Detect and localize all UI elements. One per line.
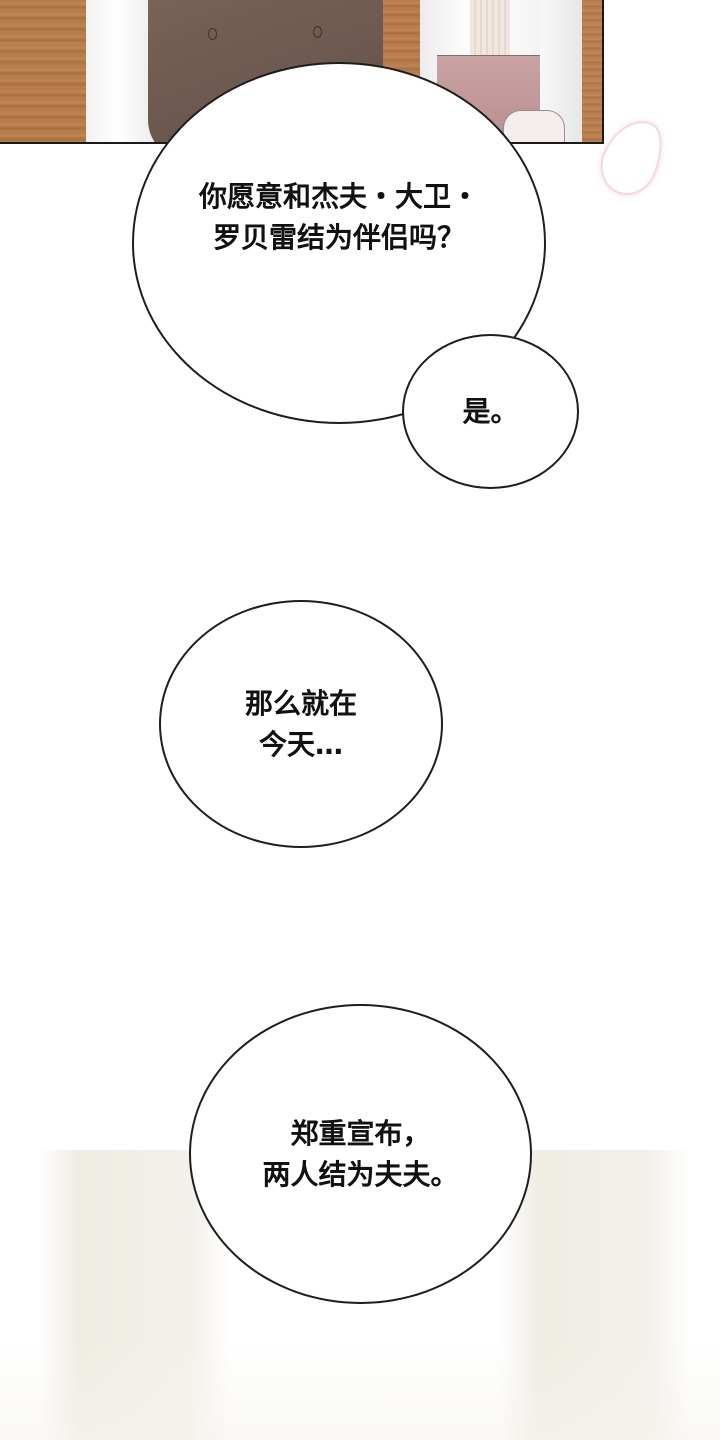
background-floor bbox=[0, 1340, 720, 1440]
bubble-text: 你愿意和杰夫・大卫・ 罗贝雷结为伴侣吗？ bbox=[199, 176, 479, 258]
speech-bubble-answer: 是。 bbox=[402, 334, 579, 489]
shirt-pleats bbox=[470, 0, 510, 58]
bubble-line: 你愿意和杰夫・大卫・ bbox=[198, 180, 479, 213]
bubble-line: 罗贝雷结为伴侣吗？ bbox=[212, 221, 465, 254]
bubble-text: 郑重宣布， 两人结为夫夫。 bbox=[262, 1113, 458, 1195]
bubble-line: 是。 bbox=[462, 395, 519, 428]
gloved-hand bbox=[503, 110, 565, 142]
speech-bubble-today: 那么就在 今天… bbox=[159, 600, 443, 848]
bubble-line: 两人结为夫夫。 bbox=[262, 1158, 459, 1191]
bubble-line: 今天… bbox=[258, 728, 343, 761]
wood-background bbox=[0, 0, 92, 142]
wood-background-right bbox=[582, 0, 602, 142]
vest-button bbox=[208, 28, 217, 40]
bubble-text: 那么就在 今天… bbox=[245, 683, 357, 765]
bubble-line: 那么就在 bbox=[244, 687, 357, 720]
speech-bubble-announcement: 郑重宣布， 两人结为夫夫。 bbox=[189, 1004, 532, 1304]
bubble-line: 郑重宣布， bbox=[290, 1117, 431, 1150]
bubble-text: 是。 bbox=[462, 391, 518, 432]
vest-button bbox=[313, 26, 322, 38]
